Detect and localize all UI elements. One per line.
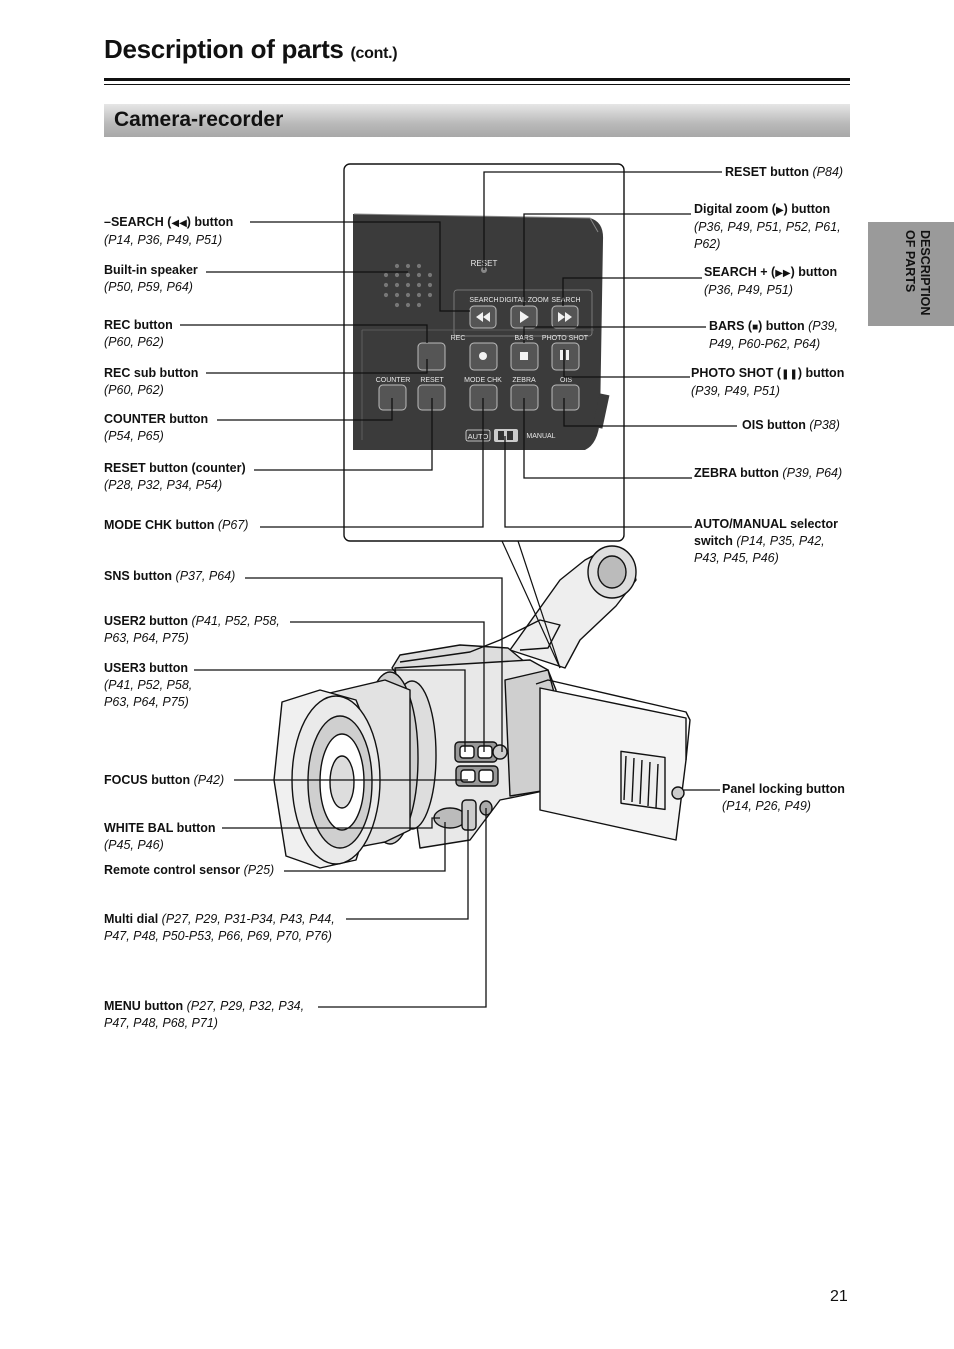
label-user3: USER3 button(P41, P52, P58,P63, P64, P75… [104,661,193,709]
fast-forward-symbol-icon: ▶▶ [775,268,791,279]
label-remote-sensor: Remote control sensor (P25) [104,863,275,877]
label-multi-dial: Multi dial (P27, P29, P31-P34, P43, P44,… [104,912,335,943]
label-reset-counter: RESET button (counter)(P28, P32, P34, P5… [104,461,246,492]
label-menu: MENU button (P27, P29, P32, P34,P47, P48… [104,999,305,1030]
label-builtin-speaker: Built-in speaker(P50, P59, P64) [104,263,198,294]
label-search-plus: SEARCH + (▶▶) button(P36, P49, P51) [704,265,838,297]
stop-symbol-icon: ■ [752,322,759,333]
section-bar: Camera-recorder [104,104,850,137]
label-mode-chk: MODE CHK button (P67) [104,518,249,532]
label-photo-shot: PHOTO SHOT (❚❚) button(P39, P49, P51) [691,366,845,398]
panel-ois-button[interactable] [551,384,580,411]
label-rec-button: REC button(P60, P62) [104,318,173,349]
label-ois: OIS button (P38) [742,418,840,432]
button-panel-inset: RESET SEARCH DIGITAL ZOOM SEARCH REC BAR… [343,163,625,669]
play-symbol-icon: ▶ [775,205,784,216]
label-reset-button: RESET button (P84) [725,165,844,179]
label-user2: USER2 button (P41, P52, P58,P63, P64, P7… [104,614,280,645]
panel-search-minus-text: SEARCH [469,297,498,304]
label-counter: COUNTER button(P54, P65) [104,412,209,443]
label-sns: SNS button (P37, P64) [104,569,236,583]
panel-rec-sub-button[interactable] [417,342,446,371]
label-zebra: ZEBRA button (P39, P64) [694,466,843,480]
panel-auto-text: AUTO [468,432,489,441]
panel-mode-chk-text: MODE CHK [464,377,502,384]
speaker-grille [383,263,433,308]
title-rule-thin [104,84,850,85]
fast-forward-icon [558,312,572,322]
pause-icon [560,350,563,360]
label-panel-lock: Panel locking button(P14, P26, P49) [722,782,845,813]
label-rec-sub: REC sub button(P60, P62) [104,366,199,397]
title-rule [104,78,850,81]
panel-photo-shot-button[interactable] [551,342,580,371]
camera-illustration [273,545,691,869]
pause-symbol-icon: ❚❚ [781,369,798,380]
panel-counter-text: COUNTER [376,377,411,384]
play-icon [520,311,529,323]
panel-reset2-text: RESET [420,377,444,384]
panel-rec-text: REC [451,335,466,342]
label-bars: BARS (■) button (P39,P49, P60-P62, P64) [709,319,838,351]
panel-zebra-text: ZEBRA [512,377,536,384]
section-title: Camera-recorder [114,108,284,131]
rewind-symbol-icon: ◀◀ [171,218,187,229]
rewind-icon [476,312,490,322]
leader-lines [180,171,737,1008]
page-title: Description of parts (cont.) [104,34,398,64]
panel-ois-text: OIS [560,377,572,384]
panel-search-plus-text: SEARCH [551,297,580,304]
stop-square-icon [520,352,528,360]
panel-manual-text: MANUAL [526,433,555,440]
panel-photo-shot-text: PHOTO SHOT [542,335,589,342]
label-white-bal: WHITE BAL button(P45, P46) [104,821,216,852]
page-number: 21 [830,1288,848,1305]
label-digital-zoom: Digital zoom (▶) button(P36, P49, P51, P… [694,202,841,251]
record-dot-icon [479,352,487,360]
label-focus: FOCUS button (P42) [104,773,225,787]
label-search-minus: –SEARCH (◀◀) button(P14, P36, P49, P51) [104,215,234,247]
